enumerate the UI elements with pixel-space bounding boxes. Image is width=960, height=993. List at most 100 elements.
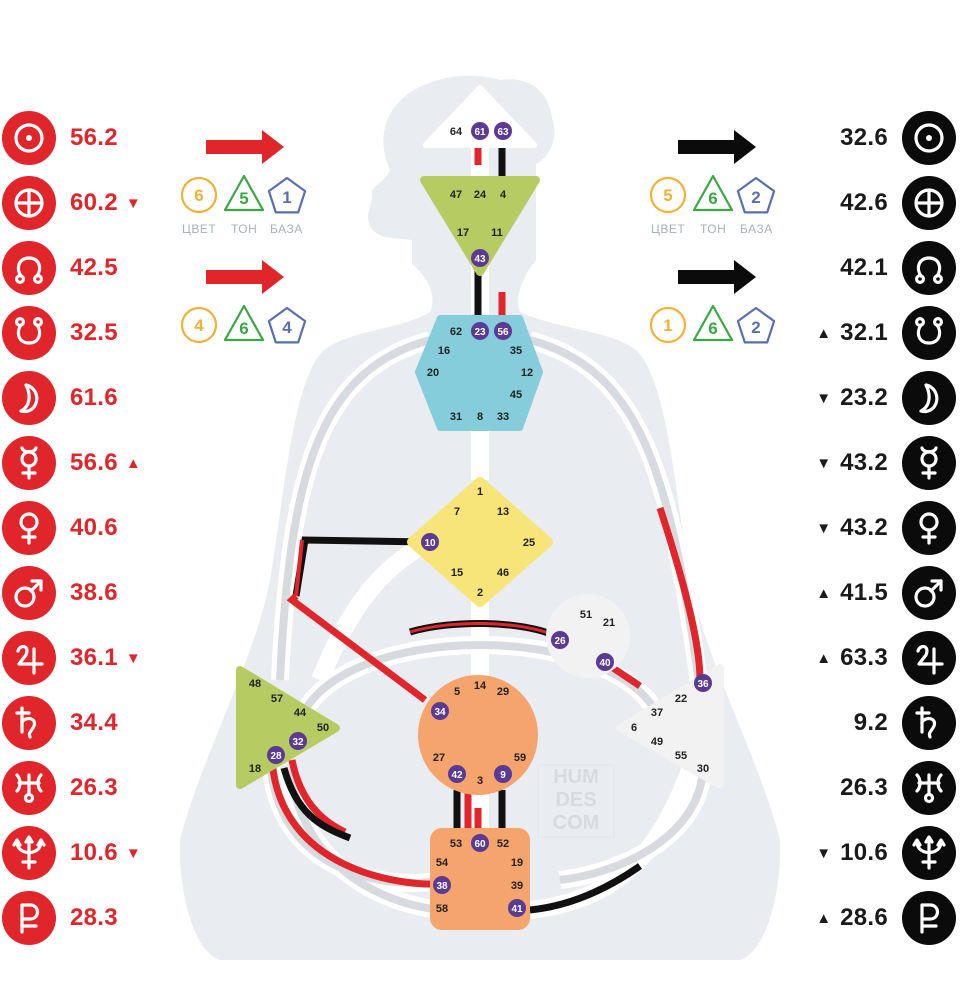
uranus-icon <box>902 761 956 815</box>
activated-gate-marker <box>289 732 307 750</box>
personality-planet-row: 32.6 <box>831 111 960 165</box>
gate-number: 35 <box>510 345 522 357</box>
activated-gate-marker <box>508 899 526 917</box>
ajna-center <box>420 176 540 276</box>
gate-number: 33 <box>497 411 509 423</box>
planet-value: 28.6 <box>840 904 888 931</box>
base-value: 1 <box>282 188 291 207</box>
gate-number: 1 <box>477 486 483 498</box>
watermark-line: HUM <box>553 766 599 788</box>
planet-value: 41.5 <box>840 579 888 606</box>
earth-icon <box>902 176 956 230</box>
north-node-icon <box>902 241 956 295</box>
venus-icon <box>902 501 956 555</box>
planet-value: 32.1 <box>840 319 888 346</box>
spleen-center <box>236 666 340 789</box>
watermark: HUM DES COM <box>537 764 615 838</box>
gate-number: 62 <box>450 326 462 338</box>
base-badge <box>736 306 776 344</box>
planet-value: 42.5 <box>70 254 118 281</box>
gate-number: 50 <box>317 722 329 734</box>
planet-value: 28.3 <box>70 904 118 931</box>
color-value: 4 <box>194 316 204 335</box>
design-planet-row: 32.5 <box>0 306 126 360</box>
planet-value: 10.6 <box>70 839 118 866</box>
planet-mark: ▲ <box>816 584 832 602</box>
color-badge <box>180 306 218 344</box>
base-badge <box>267 176 307 214</box>
base-badge <box>736 176 776 214</box>
planet-value: 26.3 <box>70 774 118 801</box>
planet-mark: ▼ <box>816 844 832 862</box>
gate-number: 57 <box>271 693 283 705</box>
planet-mark: ▲ <box>816 909 832 927</box>
planet-value: 63.3 <box>840 644 888 671</box>
design-planet-row: 38.6 <box>0 566 126 620</box>
design-arrow-bottom <box>206 260 284 294</box>
planet-value: 36.1 <box>70 644 118 671</box>
design-planet-row: 61.6 <box>0 371 126 425</box>
sacral-center <box>418 675 538 795</box>
base-value: 2 <box>751 188 760 207</box>
activated-gate-marker <box>421 533 439 551</box>
base-badge <box>267 306 307 344</box>
gate-number: 43 <box>474 254 486 265</box>
personality-planet-row: ▼43.2 <box>816 501 960 555</box>
variable-arrows <box>206 130 756 294</box>
activated-gate-marker <box>448 765 466 783</box>
activated-gate-marker <box>471 249 489 267</box>
tone-caption: ТОН <box>700 222 727 236</box>
planet-value: 56.2 <box>70 124 118 151</box>
planet-value: 43.2 <box>840 449 888 476</box>
gate-number: 49 <box>651 736 663 748</box>
personality-arrow-bottom <box>678 260 756 294</box>
gate-number: 18 <box>249 763 261 775</box>
gate-number: 38 <box>436 881 448 892</box>
personality-planet-row: ▲63.3 <box>816 631 960 685</box>
planet-value: 9.2 <box>853 709 888 736</box>
activated-gate-marker <box>471 322 489 340</box>
planet-value: 43.2 <box>840 514 888 541</box>
mercury-icon <box>902 436 956 490</box>
color-caption: ЦВЕТ <box>651 222 686 236</box>
planet-value: 42.1 <box>840 254 888 281</box>
planet-value: 40.6 <box>70 514 118 541</box>
gate-number: 20 <box>427 367 439 379</box>
moon-icon <box>902 371 956 425</box>
gate-number: 45 <box>510 389 522 401</box>
gate-number: 48 <box>249 678 261 690</box>
personality-planet-row: ▼23.2 <box>816 371 960 425</box>
south-node-icon <box>2 306 56 360</box>
personality-planet-row: 9.2 <box>845 696 960 750</box>
uranus-icon <box>2 761 56 815</box>
design-planet-row: 28.3 <box>0 891 126 945</box>
personality-arrow-top <box>678 130 756 164</box>
base-value: 4 <box>282 318 292 337</box>
earth-icon <box>2 176 56 230</box>
tone-caption: ТОН <box>231 222 258 236</box>
design-planet-row: 56.6▲ <box>0 436 141 490</box>
design-planet-row: 36.1▼ <box>0 631 141 685</box>
pluto-icon <box>2 891 56 945</box>
planet-mark: ▼ <box>816 389 832 407</box>
planet-value: 60.2 <box>70 189 118 216</box>
gate-number: 58 <box>436 903 448 915</box>
planet-value: 10.6 <box>840 839 888 866</box>
personality-planet-row: ▲ 28.6 <box>816 891 960 945</box>
planet-mark: ▼ <box>816 454 832 472</box>
gate-number: 47 <box>450 189 462 201</box>
gate-number: 23 <box>474 327 486 338</box>
saturn-icon <box>2 696 56 750</box>
moon-icon <box>2 371 56 425</box>
color-value: 1 <box>663 316 672 335</box>
gate-number: 4 <box>500 189 507 201</box>
jupiter-icon <box>902 631 956 685</box>
tone-badge <box>692 174 734 212</box>
personality-planet-row: 26.3 <box>831 761 960 815</box>
watermark-line: DES <box>555 789 596 811</box>
activated-gate-marker <box>494 765 512 783</box>
gate-number: 37 <box>651 707 663 719</box>
activated-gate-marker <box>494 322 512 340</box>
activated-gate-marker <box>431 702 449 720</box>
